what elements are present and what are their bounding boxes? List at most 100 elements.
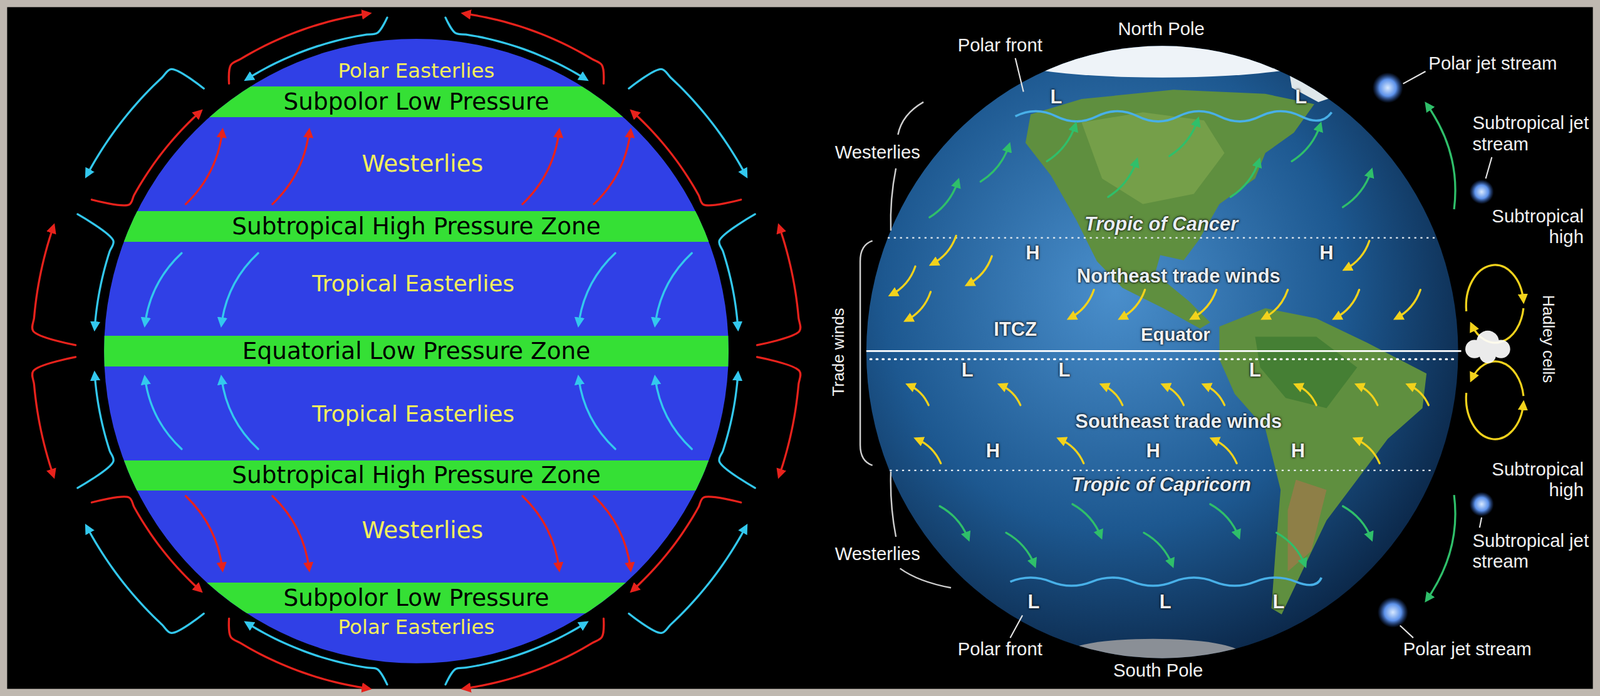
wind-arrow [272, 496, 310, 570]
wind-arrow [522, 130, 560, 205]
wind-arrow [445, 622, 586, 685]
callout-label: Polar front [957, 34, 1043, 56]
brackets [860, 102, 951, 588]
wind-arrow [1343, 170, 1372, 208]
pressure-letter: L [1294, 85, 1307, 109]
wind-arrow [593, 130, 631, 205]
hadley-loop [1465, 264, 1524, 312]
bracket-label: Westerlies [835, 543, 921, 566]
wind-arrow [246, 17, 388, 79]
callout-label: Subtropical jet stream [1472, 112, 1595, 155]
wind-arrow [1046, 124, 1076, 162]
pressure-band: Subtropical High Pressure Zone [103, 460, 729, 492]
bracket-label: Trade winds [829, 307, 849, 396]
wind-arrow [91, 111, 201, 206]
north-america [1025, 89, 1315, 329]
wind-arrow [628, 526, 747, 633]
wind-arrow [522, 496, 560, 570]
bracket [900, 568, 951, 588]
latitude-label: Tropic of Cancer [1084, 213, 1238, 237]
leader-line [1479, 517, 1482, 528]
wind-arrow [628, 68, 747, 176]
bracket [890, 471, 896, 537]
tropic-line [887, 236, 1437, 239]
wind-label: Southeast trade winds [1075, 410, 1282, 433]
wind-arrow [1006, 532, 1035, 566]
wind-arrows [31, 13, 1429, 690]
wind-arrow [905, 291, 931, 321]
hadley-loop [1471, 361, 1524, 396]
wind-arrow [1230, 160, 1260, 198]
wind-arrow [1345, 240, 1370, 270]
wind-arrow [1069, 290, 1094, 319]
wind-arrow [272, 130, 310, 205]
land-shade [1081, 112, 1225, 205]
pressure-letter: H [986, 439, 1000, 463]
wind-arrow [1355, 438, 1380, 463]
callout-label: Polar front [957, 638, 1043, 660]
wind-arrow [1210, 504, 1240, 537]
earth-globe [866, 45, 1459, 658]
wind-arrow [77, 373, 114, 489]
wind-arrow [185, 130, 223, 205]
wind-arrow [1191, 290, 1216, 319]
band-label: Equatorial Low Pressure Zone [242, 337, 591, 365]
wind-arrow [1101, 384, 1123, 406]
wind-arrow [1296, 384, 1317, 406]
earth-surface [988, 28, 1427, 668]
pressure-letter: L [1249, 358, 1262, 382]
leader-line [1485, 157, 1493, 179]
wind-label: Westerlies [361, 516, 484, 544]
leader-line [1010, 615, 1024, 638]
latitude-label: Tropic of Capricorn [1071, 473, 1252, 497]
wind-arrow [1204, 384, 1225, 406]
wind-arrow [757, 226, 801, 346]
wind-arrow [939, 506, 969, 539]
leader-line [1400, 625, 1414, 639]
ferrel-arrow [1426, 103, 1456, 210]
wind-arrow [86, 68, 204, 176]
wind-arrow [185, 496, 223, 570]
wind-arrow [1108, 160, 1138, 198]
pole-label: South Pole [1113, 659, 1203, 681]
tropic-line [889, 469, 1435, 472]
wind-arrow [86, 526, 204, 633]
pressure-band: Equatorial Low Pressure Zone [103, 335, 729, 367]
wind-arrow [1276, 532, 1306, 566]
wind-arrow [908, 384, 930, 406]
wind-arrow [1262, 290, 1288, 319]
pole-label: North Pole [1117, 18, 1205, 40]
wind-arrow [1335, 290, 1360, 319]
bracket-label: Westerlies [835, 141, 921, 163]
wind-arrow [31, 357, 76, 477]
wind-arrow [757, 357, 801, 477]
pressure-band: Subpolor Low Pressure [103, 86, 729, 118]
band-label: Subtropical High Pressure Zone [231, 212, 601, 240]
cloud-puff [1479, 347, 1497, 364]
wind-arrow [246, 622, 388, 685]
wind-label: Tropical Easterlies [311, 401, 515, 428]
bracket [897, 102, 924, 135]
polar-front-line [1010, 577, 1322, 586]
band-label: Subpolor Low Pressure [283, 584, 549, 612]
pressure-band: Subtropical High Pressure Zone [103, 211, 729, 242]
wind-label: Polar Easterlies [338, 59, 495, 83]
callout-label: Subtropical high [1460, 205, 1584, 248]
wind-arrow [221, 253, 259, 325]
callout-label: Subtropical high [1460, 458, 1584, 501]
wind-arrow [1356, 384, 1378, 406]
wind-label: Westerlies [361, 150, 484, 178]
wind-arrow [980, 144, 1010, 182]
pressure-letter: L [1028, 590, 1040, 614]
land-shade [1254, 337, 1357, 409]
itcz-line [870, 358, 1455, 361]
wind-arrow [445, 17, 586, 79]
callout-label: Polar jet stream [1403, 638, 1532, 660]
wind-arrow [1408, 384, 1429, 406]
wind-arrow [578, 253, 616, 325]
wind-arrow [31, 226, 76, 346]
wind-arrow [967, 256, 992, 286]
